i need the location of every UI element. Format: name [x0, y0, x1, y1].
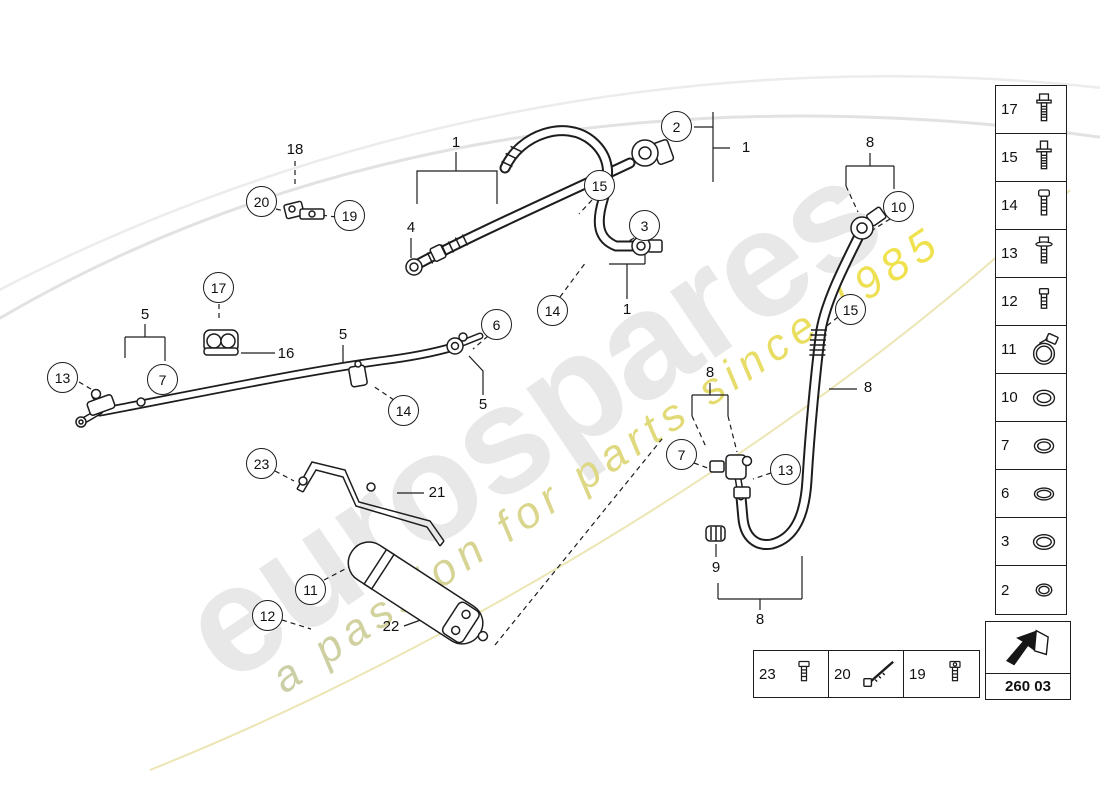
hex-bolt-icon — [1022, 90, 1066, 130]
bolt-icon — [1022, 138, 1066, 178]
parts-table-row[interactable]: 10 — [996, 374, 1066, 422]
callout-label: 9 — [711, 559, 721, 576]
part-number: 7 — [1001, 437, 1010, 454]
diagram-code: 260 03 — [986, 673, 1070, 699]
o-ring-icon — [1022, 522, 1066, 562]
part-number: 14 — [1001, 197, 1018, 214]
legend-cell[interactable]: 23 — [754, 651, 829, 697]
callout-label: 4 — [406, 219, 416, 236]
part-number: 13 — [1001, 245, 1018, 262]
o-ring-small-icon — [1022, 570, 1066, 610]
direction-arrow-icon — [986, 622, 1070, 673]
part-number: 17 — [1001, 101, 1018, 118]
part-number: 11 — [1001, 341, 1017, 358]
reservoir-bracket — [296, 461, 445, 547]
screw-icon — [1022, 186, 1066, 226]
callout-label: 1 — [741, 139, 751, 156]
callout-circle[interactable]: 15 — [835, 294, 866, 325]
stud-icon — [1022, 282, 1066, 322]
legend-parts-strip: 23 20 19 — [753, 650, 980, 698]
fastener-parts-table: 17 15 14 — [995, 85, 1067, 615]
callout-circle[interactable]: 6 — [481, 309, 512, 340]
parts-table-row[interactable]: 7 — [996, 422, 1066, 470]
callout-circle[interactable]: 14 — [388, 395, 419, 426]
part-number: 23 — [759, 665, 776, 683]
callout-circle[interactable]: 14 — [537, 295, 568, 326]
parts-table-row[interactable]: 15 — [996, 134, 1066, 182]
washer-icon — [1022, 474, 1066, 514]
callout-circle[interactable]: 17 — [203, 272, 234, 303]
callout-circle[interactable]: 11 — [295, 574, 326, 605]
callout-label: 5 — [338, 326, 348, 343]
callout-circle[interactable]: 19 — [334, 200, 365, 231]
hose-air-right — [705, 206, 887, 551]
o-ring-icon — [1022, 378, 1066, 418]
callout-label: 5 — [478, 396, 488, 413]
mounting-bracket-small — [283, 200, 325, 220]
callout-label: 1 — [622, 301, 632, 318]
parts-table-row[interactable]: 2 — [996, 566, 1066, 614]
callout-circle[interactable]: 10 — [883, 191, 914, 222]
callout-circle[interactable]: 13 — [47, 362, 78, 393]
callout-label: 8 — [755, 611, 765, 628]
air-reservoir-cylinder — [347, 541, 489, 645]
callout-circle[interactable]: 15 — [584, 170, 615, 201]
part-number: 15 — [1001, 149, 1018, 166]
callout-label: 8 — [865, 134, 875, 151]
legend-cell[interactable]: 20 — [829, 651, 904, 697]
part-number: 12 — [1001, 293, 1018, 310]
parts-table-row[interactable]: 14 — [996, 182, 1066, 230]
part-number: 19 — [909, 665, 926, 683]
cable-tie-icon — [855, 657, 903, 691]
callout-circle[interactable]: 12 — [252, 600, 283, 631]
screw-icon — [930, 657, 979, 691]
callout-circle[interactable]: 13 — [770, 454, 801, 485]
parts-table-row[interactable]: 6 — [996, 470, 1066, 518]
part-number: 20 — [834, 665, 851, 683]
callout-circle[interactable]: 7 — [147, 364, 178, 395]
o-ring-icon — [1022, 426, 1066, 466]
callout-label: 18 — [286, 141, 304, 158]
callout-label: 8 — [863, 379, 873, 396]
hose-clamp-icon — [1022, 329, 1066, 371]
callout-label: 5 — [140, 306, 150, 323]
part-number: 2 — [1001, 581, 1010, 599]
part-number: 3 — [1001, 533, 1010, 550]
callout-circle[interactable]: 20 — [246, 186, 277, 217]
callout-circle[interactable]: 2 — [661, 111, 692, 142]
callout-label: 1 — [451, 134, 461, 151]
hose-air-supply-top — [405, 125, 675, 276]
legend-cell[interactable]: 19 — [904, 651, 979, 697]
callout-label: 22 — [382, 618, 400, 635]
pipe-clamp-part — [203, 329, 239, 356]
pipe-air-middle — [75, 332, 484, 428]
parts-table-row[interactable]: 17 — [996, 86, 1066, 134]
callout-label: 8 — [705, 364, 715, 381]
callout-label: 16 — [277, 345, 295, 362]
callout-circle[interactable]: 23 — [246, 448, 277, 479]
screw-icon — [780, 657, 828, 691]
callout-circle[interactable]: 3 — [629, 210, 660, 241]
bolt-washer-icon — [1022, 234, 1066, 274]
valve-cap — [705, 525, 726, 542]
callout-label: 21 — [428, 484, 446, 501]
parts-table-row[interactable]: 13 — [996, 230, 1066, 278]
callout-circle[interactable]: 7 — [666, 439, 697, 470]
parts-table-row[interactable]: 11 — [996, 326, 1066, 374]
parts-table-row[interactable]: 3 — [996, 518, 1066, 566]
part-number: 10 — [1001, 389, 1018, 406]
parts-table-row[interactable]: 12 — [996, 278, 1066, 326]
leader-lines-solid — [124, 112, 895, 627]
diagram-code-box: 260 03 — [985, 621, 1071, 700]
part-number: 6 — [1001, 485, 1010, 502]
